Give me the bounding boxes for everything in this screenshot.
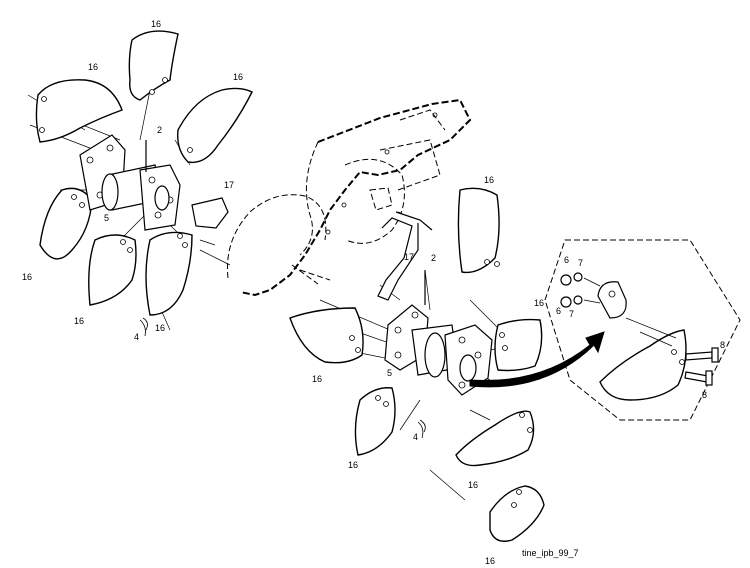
callout-6-inset-lower: 6	[556, 306, 562, 316]
callout-16-left-upper-left: 16	[88, 62, 99, 72]
inset-mounting-plate	[597, 281, 627, 319]
left-clip-17	[191, 197, 229, 229]
callout-16-left-lower-left: 16	[22, 272, 33, 282]
callout-16-right-left: 16	[312, 374, 323, 384]
callout-16-right-right: 16	[534, 298, 545, 308]
callout-5-right: 5	[387, 368, 393, 378]
left-tine-assembly	[27, 30, 253, 337]
callout-16-left-bottom: 16	[74, 316, 85, 326]
left-blade-top	[128, 30, 179, 101]
callout-16-right-bottom: 16	[485, 556, 496, 566]
callout-16-right-lower-left: 16	[348, 460, 359, 470]
callout-4-right: 4	[413, 432, 419, 442]
callout-8-inset-upper: 8	[720, 340, 726, 350]
connector-arrow	[469, 331, 605, 388]
right-blade-bottom	[489, 485, 545, 542]
inset-bolt-8-upper	[685, 351, 713, 361]
callout-16-right-upper: 16	[484, 175, 495, 185]
left-blade-bottom	[88, 234, 137, 306]
left-blade-upper-left	[35, 79, 123, 143]
callout-5-left: 5	[104, 213, 110, 223]
callout-17-left: 17	[224, 180, 235, 190]
right-blade-left	[289, 307, 364, 364]
callout-7-inset-lower: 7	[569, 309, 575, 319]
inset-washer-7	[573, 272, 583, 282]
right-blade-right	[494, 318, 543, 372]
callout-4-left: 4	[134, 332, 140, 342]
callout-8-inset-lower: 8	[702, 390, 708, 400]
right-blade-lower	[455, 410, 535, 467]
inset-blade	[599, 329, 687, 401]
callout-16-right-lower: 16	[468, 480, 479, 490]
callout-16-left-lower-right: 16	[155, 323, 166, 333]
right-hairpin-4	[417, 419, 426, 439]
left-blade-lower-left	[39, 187, 93, 260]
callout-16-left-top: 16	[151, 19, 162, 29]
inset-bolt-8-lower	[684, 371, 709, 383]
callout-2-right: 2	[431, 253, 437, 263]
right-tine-assembly	[289, 187, 605, 542]
drawing-reference-code: tine_ipb_99_7	[522, 548, 579, 558]
callout-2-left: 2	[157, 125, 163, 135]
inset-detail	[544, 239, 741, 421]
inset-nut-6	[560, 274, 572, 286]
callout-6-inset-upper: 6	[564, 255, 570, 265]
tiller-body-outline	[226, 98, 472, 297]
right-blade-upper	[457, 187, 500, 274]
callout-16-left-upper-right: 16	[233, 72, 244, 82]
callout-7-inset-upper: 7	[578, 258, 584, 268]
right-bracket-17	[377, 211, 419, 301]
left-blade-lower-right	[145, 231, 193, 316]
callout-17-right: 17	[404, 252, 415, 262]
left-hairpin-4	[139, 317, 148, 337]
left-blade-upper-right	[177, 87, 253, 164]
